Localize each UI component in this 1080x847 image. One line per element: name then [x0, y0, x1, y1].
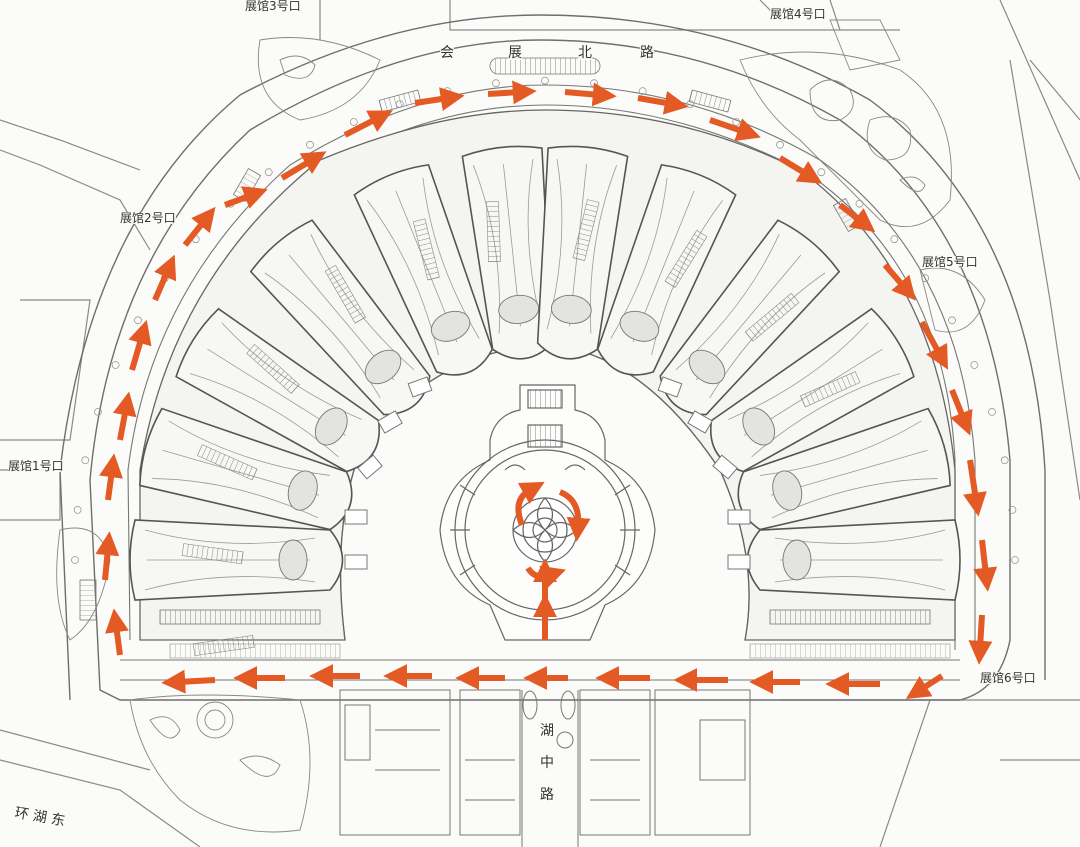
tree: [443, 87, 452, 95]
center-road-char-2: 中: [540, 755, 554, 771]
route-arrow: [112, 391, 137, 441]
route-arrow: [105, 608, 129, 656]
route-arrow: [968, 614, 993, 665]
route-arrow: [949, 388, 973, 436]
route-arrow: [161, 669, 216, 694]
route-arrow: [128, 319, 152, 371]
route-arrow: [637, 90, 689, 115]
center-road-char-3: 路: [540, 787, 554, 803]
circulation-route-arrows: [95, 80, 998, 700]
gate-1-label: 展馆1号口: [8, 459, 64, 473]
tree: [817, 168, 826, 177]
tree: [638, 87, 647, 95]
tree: [349, 118, 358, 126]
route-arrow: [99, 453, 123, 501]
gate-3-label: 展馆3号口: [245, 0, 301, 13]
route-arrow: [515, 481, 545, 527]
tree: [395, 100, 404, 108]
tree: [970, 361, 979, 369]
route-arrow: [343, 110, 393, 138]
exhibition-hall: [746, 519, 961, 601]
north-road-char-1: 会: [440, 45, 454, 61]
tree: [948, 316, 956, 325]
gate-6-label: 展馆6号口: [980, 671, 1036, 685]
tree: [1008, 505, 1017, 514]
exhibition-hall: [246, 219, 431, 416]
exhibition-hall: [737, 371, 951, 531]
exhibition-hall: [659, 219, 841, 416]
tree: [776, 140, 784, 149]
tree: [81, 456, 90, 465]
route-arrow: [838, 202, 876, 233]
tree: [94, 407, 102, 416]
tree: [988, 407, 996, 416]
route-arrow: [778, 155, 823, 184]
tree: [134, 316, 142, 325]
tree: [855, 199, 864, 208]
center-road-char-1: 湖: [540, 723, 554, 739]
exhibition-hall: [324, 163, 494, 376]
gate-2-label: 展馆2号口: [120, 211, 176, 225]
center-road-label: 湖 中 路: [540, 715, 554, 811]
gate-4-label: 展馆4号口: [770, 7, 826, 21]
route-arrow: [487, 80, 537, 105]
tree: [1011, 556, 1019, 564]
tree: [541, 76, 549, 85]
exhibition-hall: [412, 145, 554, 360]
tree: [306, 140, 314, 149]
annex-pavilions: [344, 376, 751, 570]
gate-5-label: 展馆5号口: [922, 255, 978, 269]
exhibition-hall: [709, 292, 915, 473]
route-arrow: [905, 673, 944, 700]
north-road-char-3: 北: [578, 45, 592, 61]
route-arrow: [973, 539, 998, 592]
route-arrow: [152, 254, 177, 302]
tree: [111, 361, 120, 369]
route-arrow: [564, 82, 617, 107]
tree: [890, 235, 899, 244]
north-road-char-4: 路: [640, 45, 654, 61]
exhibition-hall: [572, 163, 737, 376]
tree: [73, 505, 82, 514]
route-arrow: [709, 117, 761, 142]
route-arrow: [223, 186, 268, 209]
route-arrow: [882, 263, 917, 301]
route-arrow: [558, 489, 591, 542]
route-arrow: [95, 531, 120, 581]
tree: [491, 79, 500, 88]
exhibition-halls: [129, 145, 961, 656]
south-buildings: [339, 689, 751, 847]
north-road-char-2: 展: [508, 45, 522, 61]
tree: [264, 168, 273, 177]
route-arrow: [963, 459, 987, 517]
central-plaza: [439, 384, 656, 641]
tree: [71, 556, 79, 564]
route-arrow: [280, 151, 327, 181]
route-arrow: [414, 87, 465, 111]
route-arrow: [525, 565, 566, 589]
tree: [921, 274, 930, 283]
tree: [590, 79, 598, 88]
stairs: [79, 57, 951, 659]
route-arrow: [919, 320, 949, 370]
route-arrow: [182, 206, 216, 247]
tree: [1000, 456, 1009, 465]
